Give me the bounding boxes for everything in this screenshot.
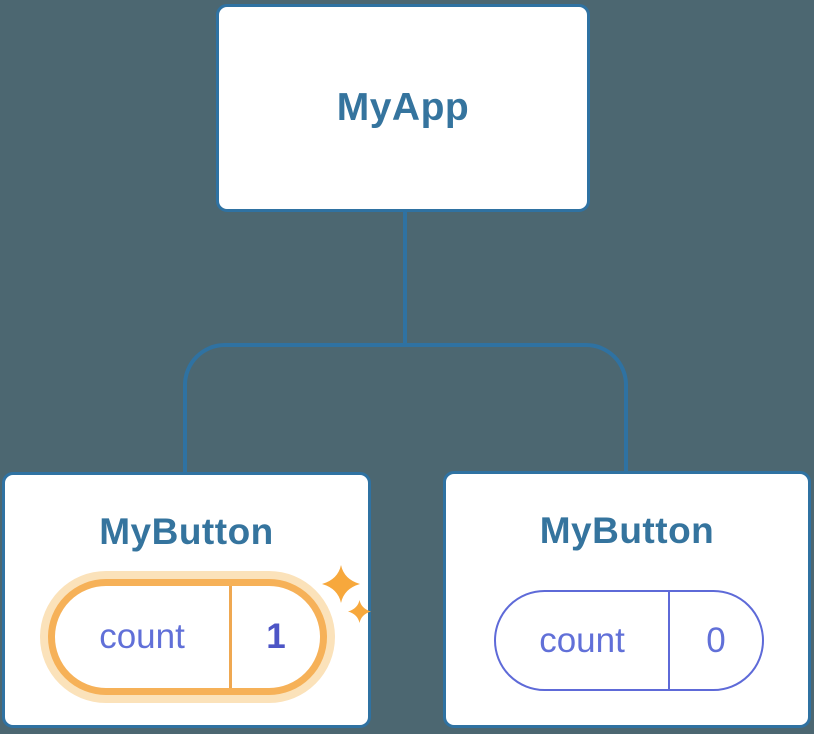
pill-divider bbox=[668, 592, 670, 689]
mybutton-right-label: MyButton bbox=[539, 510, 715, 551]
mybutton-node-left: MyButton count 1 bbox=[2, 472, 371, 728]
connector-stem bbox=[403, 211, 407, 345]
sparkle-icon-large bbox=[322, 565, 360, 603]
mybutton-node-right: MyButton count 0 bbox=[443, 471, 811, 728]
myapp-node: MyApp bbox=[216, 4, 590, 212]
state-value: 1 bbox=[266, 617, 286, 656]
state-pill-highlighted: count 1 bbox=[48, 579, 327, 695]
state-key-label: count bbox=[539, 620, 625, 660]
pill-divider bbox=[229, 586, 232, 688]
connector-bracket bbox=[183, 343, 628, 472]
myapp-label: MyApp bbox=[336, 86, 470, 129]
sparkle-icon-small bbox=[348, 600, 371, 623]
state-value: 0 bbox=[706, 620, 726, 660]
state-key-label: count bbox=[99, 617, 185, 656]
state-pill-normal: count 0 bbox=[494, 590, 764, 691]
mybutton-left-label: MyButton bbox=[99, 511, 274, 552]
